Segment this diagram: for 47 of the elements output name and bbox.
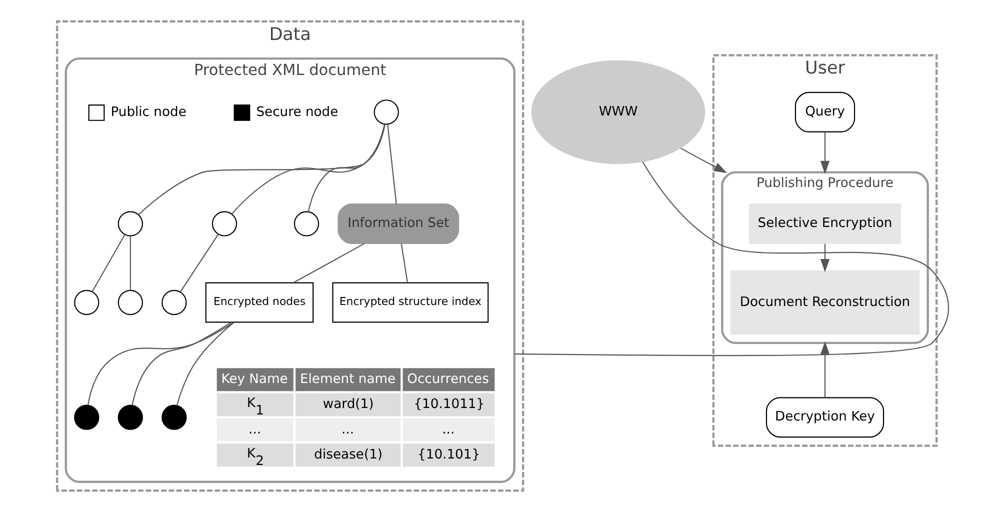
node-circle: [374, 100, 399, 125]
arrow: [820, 132, 830, 174]
connector: [514, 161, 949, 356]
node-circle: [162, 404, 187, 430]
node-circle: [118, 211, 143, 236]
node-circle: [74, 404, 100, 430]
connector: [293, 243, 365, 284]
connector: [232, 124, 386, 214]
node-ellipse: WWW: [531, 60, 706, 164]
legend-label: Public node: [110, 105, 186, 120]
label: Occurrences: [407, 372, 489, 387]
node-box: Encrypted structure index: [332, 282, 489, 323]
node-circle: [212, 211, 238, 236]
label: ...: [248, 422, 262, 438]
node-circle: [162, 290, 187, 316]
node-circle: [118, 290, 143, 316]
label: {10.1011}: [414, 397, 485, 412]
connector: [176, 322, 234, 406]
connector: [130, 236, 131, 290]
node-circle: [118, 404, 143, 430]
connector: [180, 234, 219, 292]
label: {10.101}: [418, 447, 480, 462]
node-box: Decryption Key: [766, 397, 884, 438]
connector: [138, 124, 386, 216]
node-box: Document Reconstruction: [730, 270, 920, 335]
node-circle: [294, 211, 320, 236]
label: ...: [442, 422, 455, 438]
label: Key Name: [221, 372, 288, 387]
node-box: Encrypted nodes: [205, 282, 314, 323]
node-box: Information Set: [338, 204, 460, 244]
connector: [308, 124, 386, 212]
arrow: [820, 244, 830, 272]
node-circle: [74, 290, 100, 316]
arrow: [680, 148, 728, 174]
legend-label: Secure node: [256, 105, 338, 120]
node-box: Selective Encryption: [748, 204, 902, 244]
connector: [132, 322, 232, 406]
label: disease(1): [314, 447, 383, 462]
node-box: Query: [794, 92, 856, 132]
connector: [92, 234, 126, 292]
connector: [400, 244, 408, 283]
label: ...: [342, 422, 354, 438]
connector: [87, 322, 234, 406]
arrow: [820, 341, 830, 398]
label: ward(1): [322, 397, 374, 412]
label: Element name: [300, 372, 396, 387]
connector: [387, 124, 397, 204]
